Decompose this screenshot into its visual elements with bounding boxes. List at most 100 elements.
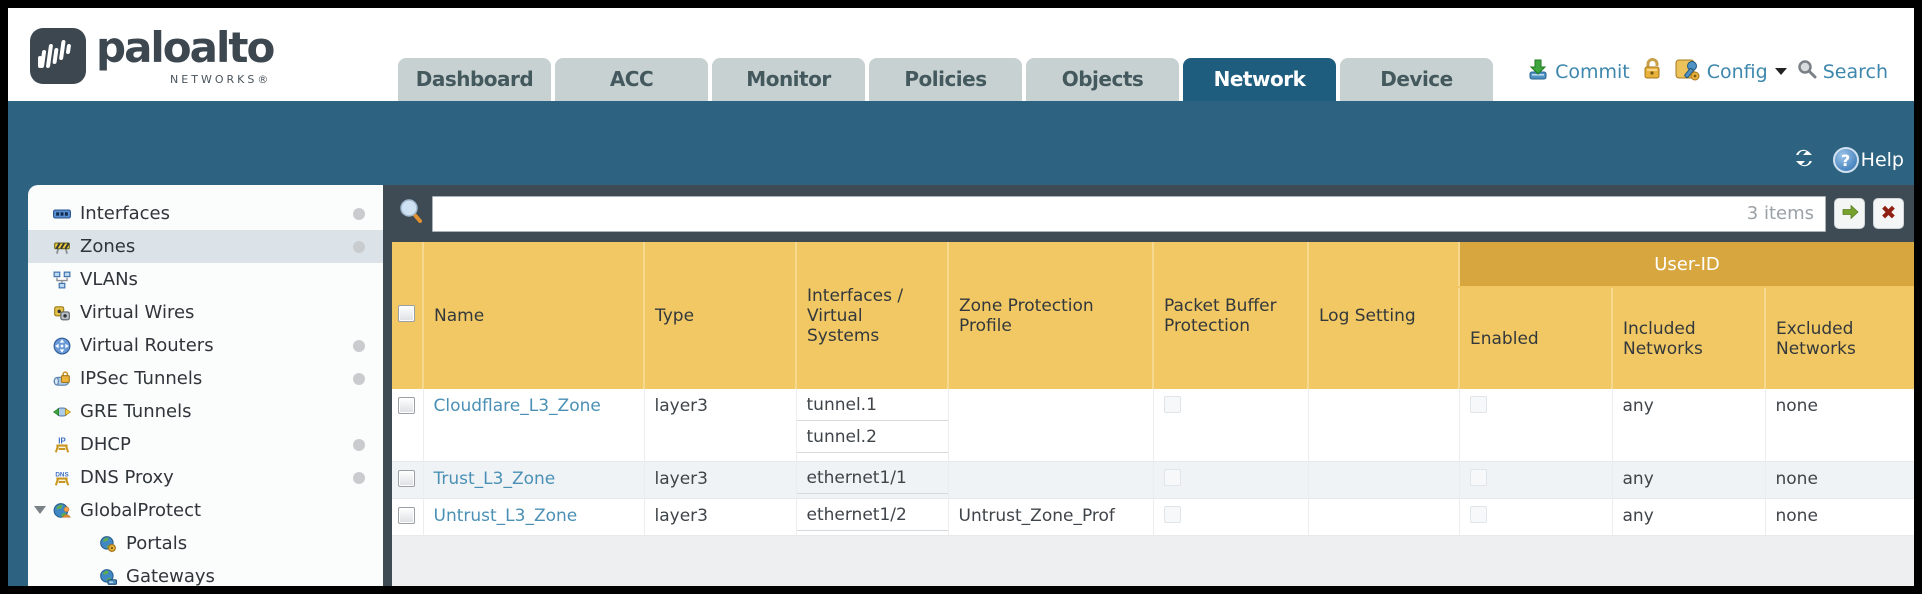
main-nav-tabs: Dashboard ACC Monitor Policies Objects N… xyxy=(398,58,1493,101)
sidebar-item-label: VLANs xyxy=(80,269,138,290)
tab-monitor[interactable]: Monitor xyxy=(712,58,865,101)
sidebar-item-dhcp[interactable]: IP DHCP xyxy=(28,428,383,461)
zones-table: Name Type Interfaces / Virtual Systems Z… xyxy=(392,242,1914,536)
col-header-log-setting[interactable]: Log Setting xyxy=(1307,242,1459,389)
sidebar-item-vlans[interactable]: VLANs xyxy=(28,263,383,296)
col-header-type[interactable]: Type xyxy=(643,242,796,389)
packet-buffer-checkbox[interactable] xyxy=(1163,468,1181,486)
col-header-included-networks[interactable]: Included Networks xyxy=(1611,287,1765,389)
secondary-toolbar: ? Help xyxy=(8,101,1914,185)
log-setting-cell xyxy=(1307,498,1459,536)
sidebar-item-label: Interfaces xyxy=(80,203,170,224)
enabled-checkbox[interactable] xyxy=(1469,468,1487,486)
col-header-interfaces[interactable]: Interfaces / Virtual Systems xyxy=(795,242,948,389)
packet-buffer-protection-cell xyxy=(1152,461,1308,499)
sidebar-item-ipsec-tunnels[interactable]: IPSec Tunnels xyxy=(28,362,383,395)
sidebar-splitter[interactable] xyxy=(383,185,392,586)
commit-button[interactable]: Commit xyxy=(1526,57,1630,86)
filter-bar: 3 items ✖ xyxy=(392,185,1914,242)
log-setting-cell xyxy=(1307,389,1459,462)
help-icon: ? xyxy=(1832,147,1859,173)
top-header: paloalto NETWORKS® Dashboard ACC Monitor… xyxy=(8,8,1914,101)
search-label: Search xyxy=(1822,60,1888,83)
col-header-zone-protection-profile[interactable]: Zone Protection Profile xyxy=(947,242,1153,389)
sidebar-item-dns-proxy[interactable]: DNS DNS Proxy xyxy=(28,461,383,494)
dns-proxy-icon: DNS xyxy=(52,468,72,488)
included-networks-cell: any xyxy=(1611,389,1765,462)
left-gutter xyxy=(8,185,28,586)
interfaces-icon xyxy=(52,204,72,224)
gre-tunnels-icon xyxy=(52,402,72,422)
col-header-enabled[interactable]: Enabled xyxy=(1458,287,1612,389)
filter-search-icon[interactable] xyxy=(398,198,424,230)
config-menu[interactable]: Config xyxy=(1674,56,1787,87)
zone-name-link[interactable]: Cloudflare_L3_Zone xyxy=(433,396,601,416)
packet-buffer-checkbox[interactable] xyxy=(1163,505,1181,523)
tab-objects[interactable]: Objects xyxy=(1026,58,1179,101)
zones-icon xyxy=(52,237,72,257)
tab-dashboard[interactable]: Dashboard xyxy=(398,58,551,101)
sidebar-item-interfaces[interactable]: Interfaces xyxy=(28,197,383,230)
tab-network[interactable]: Network xyxy=(1183,58,1336,101)
col-header-packet-buffer-protection[interactable]: Packet Buffer Protection xyxy=(1152,242,1308,389)
packet-buffer-protection-cell xyxy=(1152,498,1308,536)
col-header-excluded-networks[interactable]: Excluded Networks xyxy=(1764,287,1914,389)
sidebar-item-gateways[interactable]: Gateways xyxy=(28,560,383,586)
sidebar-item-gre-tunnels[interactable]: GRE Tunnels xyxy=(28,395,383,428)
zone-interfaces-cell: tunnel.1 tunnel.2 xyxy=(795,389,948,462)
sidebar-item-virtual-wires[interactable]: Virtual Wires xyxy=(28,296,383,329)
filter-input[interactable] xyxy=(432,195,1826,232)
enabled-checkbox[interactable] xyxy=(1469,396,1487,413)
zone-protection-profile-cell: Untrust_Zone_Prof xyxy=(947,498,1153,536)
row-checkbox[interactable] xyxy=(398,397,415,414)
sidebar-item-label: Gateways xyxy=(126,566,215,586)
zone-type-cell: layer3 xyxy=(643,498,796,536)
config-label: Config xyxy=(1706,60,1768,83)
sidebar-item-zones[interactable]: Zones xyxy=(28,230,383,263)
tab-device[interactable]: Device xyxy=(1340,58,1493,101)
col-header-name[interactable]: Name xyxy=(422,242,644,389)
apply-filter-button[interactable] xyxy=(1834,198,1865,229)
expand-triangle-icon[interactable] xyxy=(34,506,46,514)
lock-icon[interactable] xyxy=(1639,56,1665,87)
userid-enabled-cell xyxy=(1458,461,1612,499)
ipsec-tunnels-icon xyxy=(52,369,72,389)
globalprotect-icon xyxy=(52,501,72,521)
userid-enabled-cell xyxy=(1458,498,1612,536)
tab-acc[interactable]: ACC xyxy=(555,58,708,101)
zone-name-link[interactable]: Trust_L3_Zone xyxy=(433,468,556,489)
row-checkbox[interactable] xyxy=(398,469,415,487)
search-button[interactable]: Search xyxy=(1796,58,1888,85)
sidebar-item-portals[interactable]: Portals xyxy=(28,527,383,560)
virtual-routers-icon xyxy=(52,336,72,356)
tab-policies[interactable]: Policies xyxy=(869,58,1022,101)
interface-entry: ethernet1/1 xyxy=(797,461,948,494)
included-networks-cell: any xyxy=(1611,498,1765,536)
select-all-header xyxy=(392,242,423,389)
gateways-icon xyxy=(98,567,118,587)
status-dot xyxy=(353,472,365,484)
enabled-checkbox[interactable] xyxy=(1469,505,1487,523)
refresh-icon[interactable] xyxy=(1791,145,1817,175)
help-button[interactable]: ? Help xyxy=(1832,147,1904,173)
sidebar-item-label: GlobalProtect xyxy=(80,500,202,521)
sidebar-item-virtual-routers[interactable]: Virtual Routers xyxy=(28,329,383,362)
sidebar-item-label: IPSec Tunnels xyxy=(80,368,203,389)
header-actions: Commit xyxy=(1526,56,1888,87)
zone-name-link[interactable]: Untrust_L3_Zone xyxy=(433,505,578,526)
portals-icon xyxy=(98,534,118,554)
paloalto-logo: paloalto NETWORKS® xyxy=(30,24,275,86)
interface-entry: ethernet1/2 xyxy=(797,498,948,531)
svg-text:DNS: DNS xyxy=(55,471,68,478)
sidebar-item-globalprotect[interactable]: GlobalProtect xyxy=(28,494,383,527)
zone-protection-profile-cell xyxy=(947,461,1153,499)
packet-buffer-protection-cell xyxy=(1152,389,1308,462)
row-checkbox[interactable] xyxy=(398,506,415,524)
packet-buffer-checkbox[interactable] xyxy=(1163,396,1181,413)
zone-interfaces-cell: ethernet1/2 xyxy=(795,498,948,536)
table-empty-area xyxy=(392,535,1914,586)
clear-filter-button[interactable]: ✖ xyxy=(1873,198,1904,229)
select-all-checkbox[interactable] xyxy=(398,304,415,322)
vlans-icon xyxy=(52,270,72,290)
